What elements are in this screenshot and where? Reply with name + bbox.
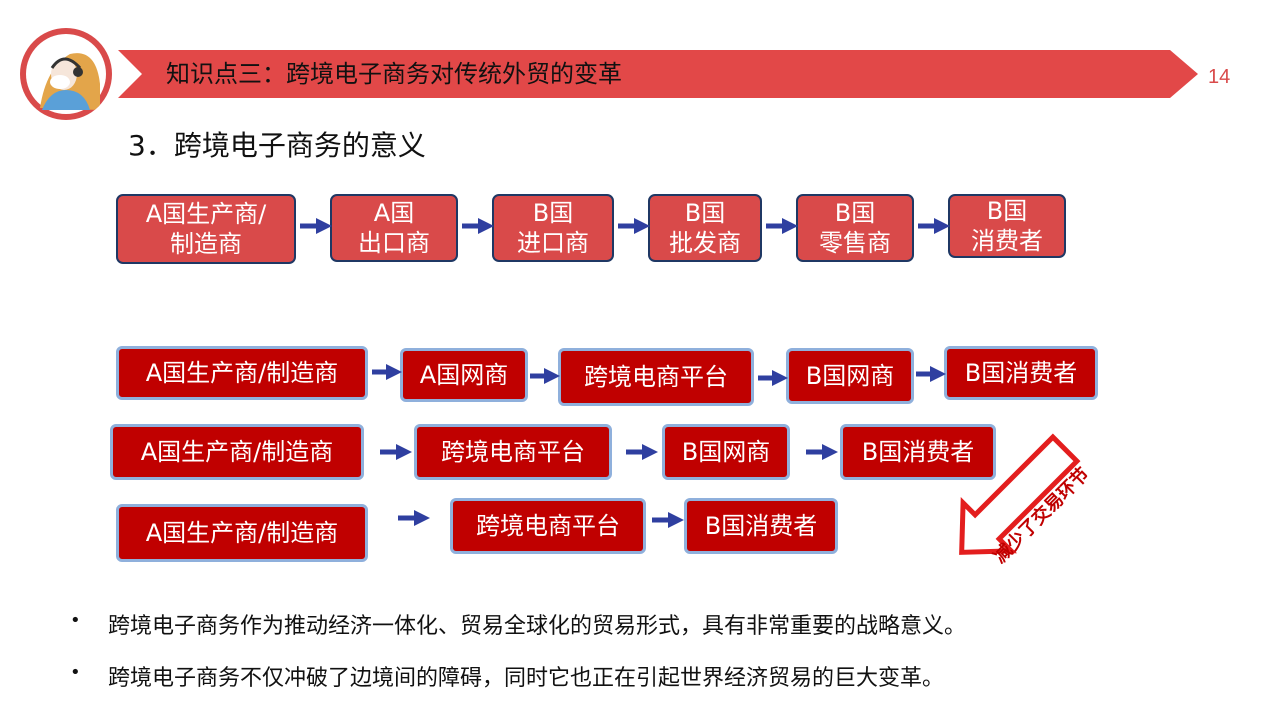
traditional-node: B国消费者	[948, 194, 1066, 258]
ecommerce-node: 跨境电商平台	[558, 348, 754, 406]
headset-agent-icon	[22, 30, 110, 118]
title-banner	[118, 50, 1198, 98]
page-number: 14	[1208, 66, 1231, 88]
traditional-node: A国出口商	[330, 194, 458, 262]
ecommerce-node: B国消费者	[840, 424, 996, 480]
traditional-node: B国批发商	[648, 194, 762, 262]
ecommerce-node: 跨境电商平台	[450, 498, 646, 554]
ecommerce-node: A国生产商/制造商	[116, 504, 368, 562]
ecommerce-node: A国生产商/制造商	[116, 346, 368, 400]
ecommerce-node: A国生产商/制造商	[110, 424, 364, 480]
traditional-node: A国生产商/制造商	[116, 194, 296, 264]
ecommerce-node: B国消费者	[684, 498, 838, 554]
ecommerce-node: 跨境电商平台	[414, 424, 612, 480]
bullet-dot-icon: •	[70, 662, 81, 683]
ecommerce-node: B国网商	[786, 348, 914, 404]
reduce-steps-arrow	[959, 433, 1081, 555]
page-title: 知识点三：跨境电子商务对传统外贸的变革	[166, 60, 622, 88]
section-subtitle: 3．跨境电子商务的意义	[128, 129, 426, 162]
traditional-node: B国进口商	[492, 194, 614, 262]
ecommerce-node: B国消费者	[944, 346, 1098, 400]
bullet-dot-icon: •	[70, 610, 81, 631]
customer-service-logo	[20, 28, 112, 120]
ecommerce-node: B国网商	[662, 424, 790, 480]
ecommerce-arrows	[372, 363, 947, 529]
